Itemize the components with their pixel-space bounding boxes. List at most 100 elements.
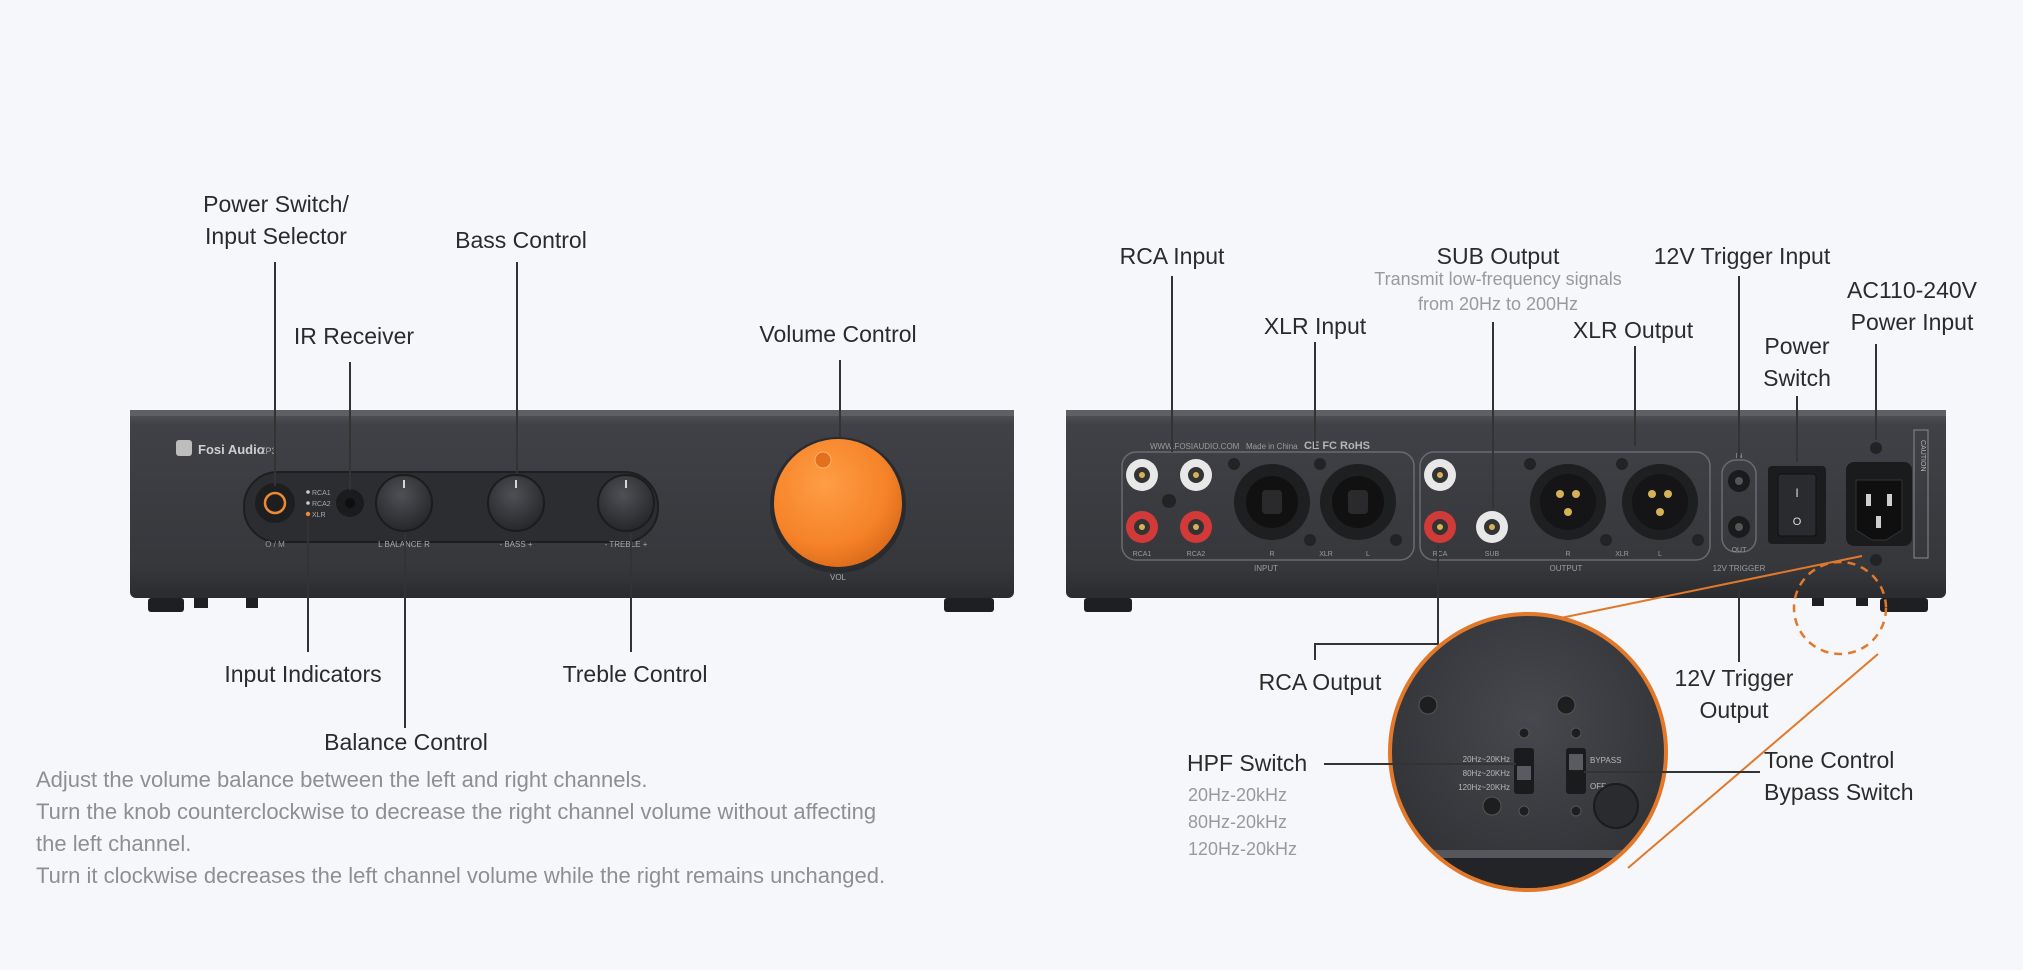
label-trigger-input: 12V Trigger Input: [1653, 243, 1831, 269]
rear-website: WWW.FOSIAUDIO.COM: [1150, 442, 1240, 451]
xlr-output-jacks: R XLR L: [1524, 458, 1704, 558]
label-xlr-input: XLR Input: [1263, 313, 1367, 339]
label-power-switch: Power Switch/ Input Selector: [176, 188, 376, 252]
model-name: ZP3: [260, 446, 277, 456]
label-power-input: AC110-240V Power Input: [1834, 274, 1990, 338]
indicator-label-xlr: XLR: [312, 512, 326, 519]
ir-sensor-icon: [345, 498, 355, 508]
hpf-mark-1: 20Hz~20KHz: [1463, 755, 1510, 764]
label-trigger-output-line-1: 12V Trigger: [1674, 665, 1794, 691]
output-group-frame: [1419, 451, 1711, 561]
label-power-switch-line-2: Input Selector: [205, 223, 347, 249]
description-line-4: Turn it clockwise decreases the left cha…: [36, 863, 886, 888]
control-plate: [243, 471, 659, 543]
rear-chassis: [1066, 410, 1946, 598]
sub-out-mark: SUB: [1485, 551, 1500, 558]
volume-knob[interactable]: [774, 439, 902, 567]
rear-callout-lines: [1171, 276, 1877, 662]
zoom-callout-lines: [1324, 763, 1760, 773]
label-input-indicators: Input Indicators: [224, 661, 382, 687]
ac-power-inlet[interactable]: CAUTION: [1846, 429, 1929, 566]
hpf-option-3: 120Hz-20kHz: [1188, 839, 1298, 859]
sub-note-line-2: from 20Hz to 200Hz: [1417, 294, 1579, 314]
trigger-group-mark: 12V TRIGGER: [1713, 564, 1766, 573]
hpf-options-list: 20Hz-20kHz 80Hz-20kHz 120Hz-20kHz: [1188, 782, 1297, 863]
indicator-label-rca1: RCA1: [312, 490, 331, 497]
rear-top-edge: [1066, 410, 1946, 416]
bass-mark: - BASS +: [499, 540, 532, 549]
brand-logo-icon: [176, 440, 192, 456]
caution-mark: CAUTION: [1919, 440, 1926, 472]
label-tone-bypass-line-1: Tone Control: [1764, 747, 1895, 773]
rear-power-switch[interactable]: I O: [1768, 466, 1826, 544]
label-xlr-output: XLR Output: [1572, 317, 1694, 343]
description-line-2: Turn the knob counterclockwise to decrea…: [36, 799, 877, 824]
bass-knob[interactable]: [487, 474, 545, 532]
zoom-callout: 20Hz~20KHz 80Hz~20KHz 120Hz~20KHz BYPASS…: [1388, 555, 1888, 892]
xlr-input-jacks: R XLR L: [1228, 458, 1402, 558]
label-sub-output: SUB Output: [1436, 243, 1560, 269]
power-mark: O / M: [265, 540, 285, 549]
front-foot-tab-2: [246, 598, 258, 608]
zoom-leader-top: [1511, 555, 1863, 629]
label-ir-receiver: IR Receiver: [293, 323, 415, 349]
description-line-1: Adjust the volume balance between the le…: [36, 767, 648, 792]
rca-out-mark: RCA: [1433, 551, 1448, 558]
treble-knob[interactable]: [597, 474, 655, 532]
rear-foot-tab-2: [1856, 598, 1868, 606]
rear-made-in: Made in China: [1246, 442, 1298, 451]
rear-foot-right: [1880, 598, 1928, 612]
label-trigger-output: 12V Trigger Output: [1654, 662, 1814, 726]
rocker-on-mark: I: [1795, 486, 1798, 500]
label-power-input-line-1: AC110-240V: [1847, 277, 1977, 303]
label-power-input-line-2: Power Input: [1850, 309, 1974, 335]
rocker-off-mark: O: [1793, 516, 1802, 528]
zoom-source-ring: [1792, 560, 1888, 656]
bypass-mark-on: BYPASS: [1590, 756, 1621, 765]
front-foot-left: [148, 598, 184, 612]
label-rca-output: RCA Output: [1258, 669, 1382, 695]
label-rca-input: RCA Input: [1119, 243, 1225, 269]
input-group-frame: [1121, 451, 1415, 561]
xlr-in-xlr-mark: XLR: [1319, 551, 1333, 558]
description-line-3: the left channel.: [36, 831, 192, 856]
xlr-in-r-mark: R: [1269, 551, 1274, 558]
balance-knob[interactable]: [375, 474, 433, 532]
rear-foot-left: [1084, 598, 1132, 612]
front-callout-lines: [274, 262, 841, 728]
rear-amplifier: WWW.FOSIAUDIO.COM Made in China CE FC Ro…: [1066, 410, 1946, 612]
indicator-label-rca2: RCA2: [312, 501, 331, 508]
trigger-out-mark: OUT: [1732, 547, 1748, 554]
hpf-mark-2: 80Hz~20KHz: [1463, 769, 1510, 778]
hpf-mark-3: 120Hz~20KHz: [1458, 783, 1510, 792]
label-treble-control: Treble Control: [562, 661, 708, 687]
output-group-mark: OUTPUT: [1550, 564, 1583, 573]
balance-description: Adjust the volume balance between the le…: [36, 764, 996, 892]
front-top-edge: [130, 410, 1014, 416]
indicator-rca2-icon: [306, 501, 310, 505]
hpf-option-2: 80Hz-20kHz: [1188, 812, 1288, 832]
xlr-out-xlr-mark: XLR: [1615, 551, 1629, 558]
label-hpf-switch: HPF Switch: [1187, 750, 1308, 776]
indicator-xlr-icon: [305, 511, 311, 517]
input-group-mark: INPUT: [1254, 564, 1278, 573]
label-power-switch-rear-line-1: Power: [1764, 333, 1830, 359]
front-foot-right: [944, 598, 994, 612]
label-power-switch-rear-line-2: Switch: [1763, 365, 1831, 391]
rca-output-jacks: RCA SUB: [1424, 459, 1508, 558]
rca2-mark: RCA2: [1187, 551, 1206, 558]
sub-note-line-1: Transmit low-frequency signals: [1374, 269, 1622, 289]
treble-mark: - TREBLE +: [605, 540, 648, 549]
trigger-jacks: IN OUT 12V TRIGGER: [1713, 453, 1766, 573]
volume-knob-dimple: [814, 451, 832, 469]
label-bass-control: Bass Control: [455, 227, 587, 253]
power-button[interactable]: [255, 483, 295, 523]
label-tone-bypass-line-2: Bypass Switch: [1764, 779, 1914, 805]
xlr-out-r-mark: R: [1565, 551, 1570, 558]
sub-output-note: Transmit low-frequency signals from 20Hz…: [1348, 267, 1648, 317]
hpf-option-1: 20Hz-20kHz: [1188, 785, 1288, 805]
zoom-leader-bottom: [1627, 653, 1879, 869]
rear-cert-marks: CE FC RoHS: [1304, 440, 1370, 452]
